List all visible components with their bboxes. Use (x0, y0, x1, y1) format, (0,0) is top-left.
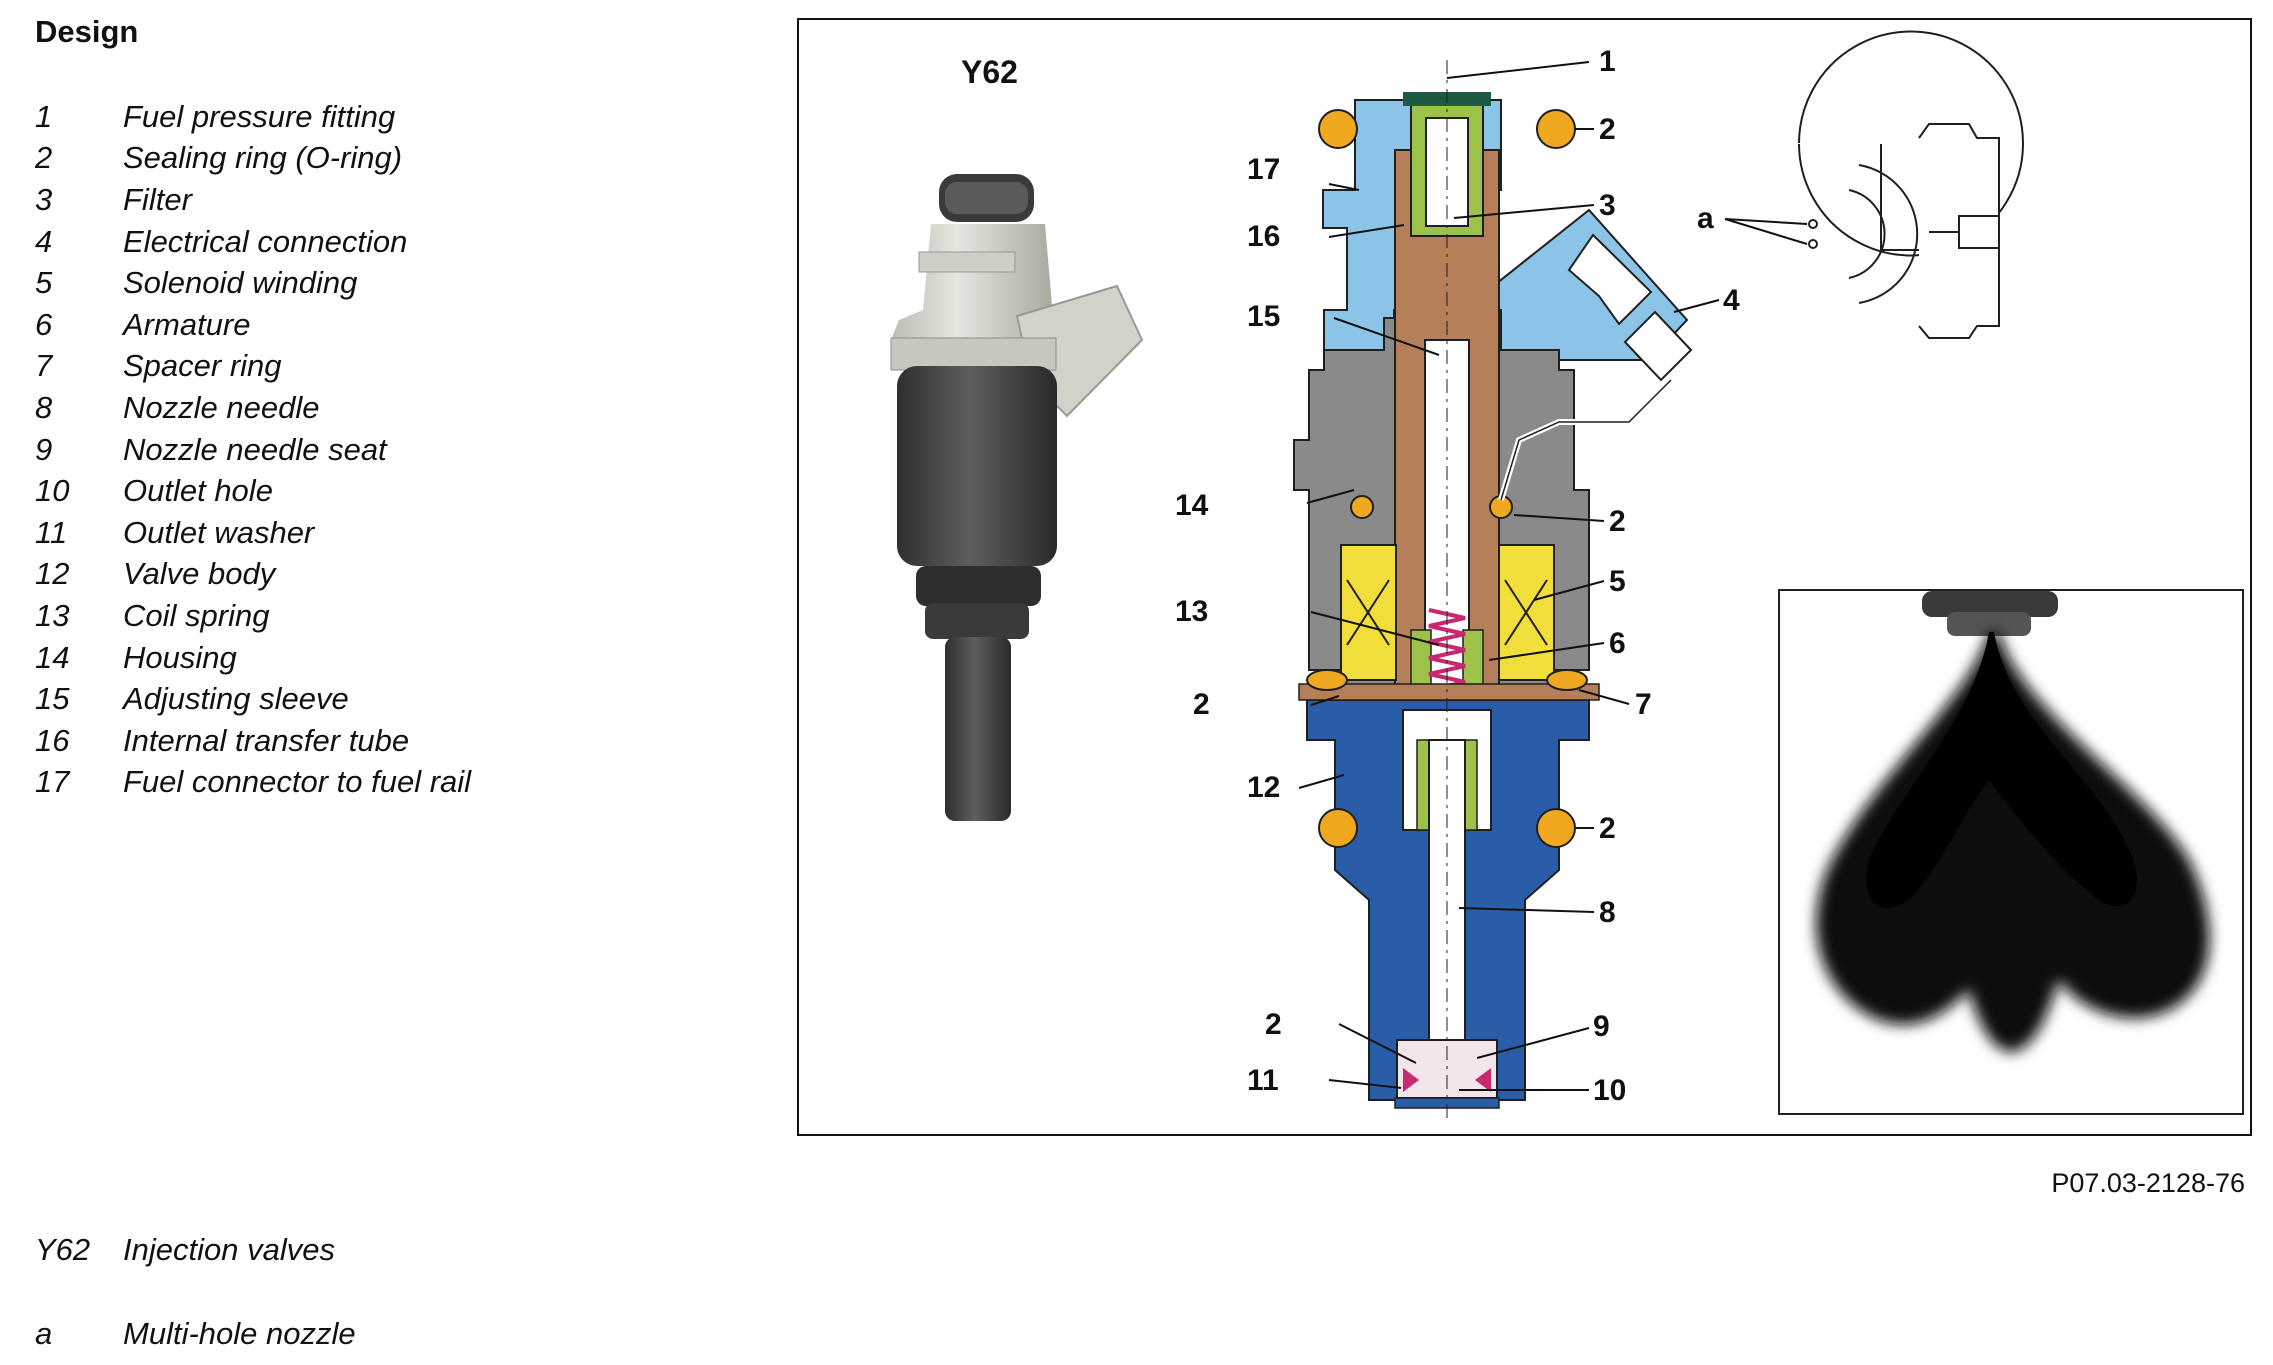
legend-number: 8 (35, 389, 53, 425)
callout-1: 1 (1599, 45, 1616, 78)
legend-number: 14 (35, 639, 70, 675)
legend-item: 3 Filter (35, 179, 471, 221)
legend-label: Nozzle needle (123, 389, 320, 425)
legend-label: Filter (123, 181, 192, 217)
nozzle-top-view (1798, 30, 2024, 339)
callout-7: 7 (1635, 688, 1652, 721)
legend-number: 12 (35, 556, 70, 592)
legend-item: 11 Outlet washer (35, 512, 471, 554)
injector-figure: Y62 (797, 18, 2252, 1136)
legend-label: Armature (123, 306, 251, 342)
legend-item: 16 Internal transfer tube (35, 720, 471, 762)
callout-3: 3 (1599, 189, 1616, 222)
callout-6: 6 (1609, 627, 1626, 660)
legend-item: 13 Coil spring (35, 595, 471, 637)
footnote-code: a (35, 1316, 53, 1351)
callout-16: 16 (1247, 220, 1280, 253)
legend-number: 7 (35, 348, 53, 384)
leader-lines-a (1724, 218, 1808, 245)
legend-label: Coil spring (123, 597, 270, 633)
legend-item: 15 Adjusting sleeve (35, 678, 471, 720)
callout-5: 5 (1609, 565, 1626, 598)
callout-15: 15 (1247, 300, 1280, 333)
callout-17: 17 (1247, 153, 1280, 186)
legend-item: 9 Nozzle needle seat (35, 429, 471, 471)
legend-number: 10 (35, 473, 70, 509)
leader-lines (1298, 61, 1720, 1091)
legend-label: Outlet washer (123, 514, 315, 550)
legend-label: Fuel connector to fuel rail (123, 764, 472, 800)
legend-label: Nozzle needle seat (123, 431, 387, 467)
component-code: Y62 (961, 54, 1018, 90)
legend-item: 10 Outlet hole (35, 470, 471, 512)
legend-item: 6 Armature (35, 304, 471, 346)
legend-label: Valve body (123, 556, 276, 592)
callout-14: 14 (1175, 489, 1209, 522)
legend-number: 15 (35, 681, 70, 717)
legend-label: Housing (123, 639, 237, 675)
callout-a: a (1697, 202, 1714, 235)
callout-12: 12 (1247, 771, 1280, 804)
legend-number: 9 (35, 431, 53, 467)
callout-4: 4 (1723, 284, 1740, 317)
legend-number: 6 (35, 306, 53, 342)
footnote-code: Y62 (35, 1232, 91, 1267)
callout-2: 2 (1599, 812, 1616, 845)
footnote-item: Y62 Injection valves (35, 1232, 335, 1268)
legend-label: Adjusting sleeve (123, 681, 349, 717)
callout-13: 13 (1175, 595, 1208, 628)
legend-item: 4 Electrical connection (35, 221, 471, 263)
legend-label: Sealing ring (O-ring) (123, 140, 403, 176)
callout-8: 8 (1599, 896, 1616, 929)
legend-label: Fuel pressure fitting (123, 98, 396, 134)
legend-label: Outlet hole (123, 473, 273, 509)
legend-number: 2 (35, 140, 53, 176)
legend-item: 7 Spacer ring (35, 346, 471, 388)
legend-number: 11 (35, 514, 68, 550)
footnote-label: Injection valves (123, 1232, 335, 1267)
spacer-ring (1298, 683, 1600, 701)
legend-item: 17 Fuel connector to fuel rail (35, 762, 471, 804)
callout-9: 9 (1593, 1010, 1610, 1043)
legend-item: 14 Housing (35, 637, 471, 679)
callout-2: 2 (1193, 688, 1210, 721)
legend-item: 8 Nozzle needle (35, 387, 471, 429)
legend-number: 17 (35, 764, 70, 800)
legend-label: Solenoid winding (123, 265, 358, 301)
legend-label: Electrical connection (123, 223, 408, 259)
legend-label: Internal transfer tube (123, 722, 410, 758)
callout-2: 2 (1265, 1008, 1282, 1041)
injector-photo (890, 174, 1144, 821)
callout-10: 10 (1593, 1074, 1626, 1107)
o-rings (1306, 109, 1588, 848)
legend-item: 2 Sealing ring (O-ring) (35, 138, 471, 180)
footnote-item: a Multi-hole nozzle (35, 1316, 356, 1352)
callout-2: 2 (1599, 113, 1616, 146)
legend-number: 3 (35, 181, 53, 217)
legend-number: 5 (35, 265, 53, 301)
callout-2: 2 (1609, 505, 1626, 538)
parts-legend: 1 Fuel pressure fitting 2 Sealing ring (O-… (35, 96, 471, 803)
injector-diagram: Y62 (890, 30, 2244, 1120)
spray-pattern-image (1778, 589, 2244, 1115)
legend-number: 1 (35, 98, 53, 134)
legend-item: 5 Solenoid winding (35, 262, 471, 304)
reference-code: P07.03-2128-76 (2051, 1168, 2245, 1198)
legend-label: Spacer ring (123, 348, 282, 384)
injector-cross-section (1293, 60, 1693, 1120)
footnote-label: Multi-hole nozzle (123, 1316, 356, 1351)
legend-number: 13 (35, 597, 70, 633)
legend-item: 1 Fuel pressure fitting (35, 96, 471, 138)
callout-11: 11 (1247, 1064, 1279, 1097)
legend-number: 4 (35, 223, 53, 259)
legend-number: 16 (35, 722, 70, 758)
legend-item: 12 Valve body (35, 554, 471, 596)
section-heading: Design (35, 14, 139, 49)
